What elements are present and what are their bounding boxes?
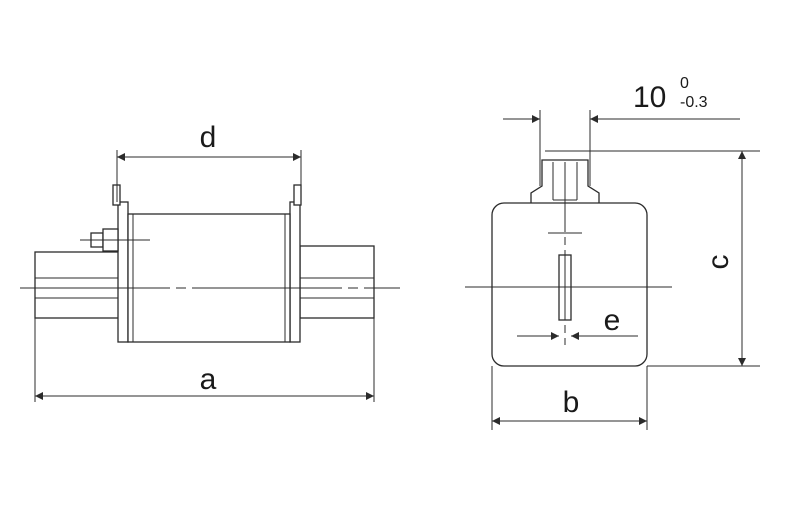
label-b: b [563,386,580,419]
side-view: d a [20,121,400,402]
dimension-tab-width: 10 0 -0.3 [503,75,740,186]
left-end-plate [117,201,129,343]
label-tab-tolerance-upper: 0 [680,75,689,92]
left-blade [34,251,121,319]
dimension-b: b [491,366,648,430]
label-e: e [604,304,621,337]
label-a: a [200,363,217,396]
label-d: d [200,121,217,154]
right-blade [299,245,375,319]
fuse-body [127,213,291,343]
dimension-a: a [34,318,375,402]
label-tab-width: 10 [633,81,666,114]
front-view: 10 0 -0.3 c b e [465,75,760,430]
dimension-d: d [116,121,302,202]
dimension-e: e [517,304,638,340]
label-c: c [702,255,735,270]
label-tab-tolerance-lower: -0.3 [680,94,708,111]
right-lug [293,184,302,206]
right-end-plate [289,201,301,343]
dimension-c: c [545,150,760,367]
indicator-icon [80,228,150,252]
